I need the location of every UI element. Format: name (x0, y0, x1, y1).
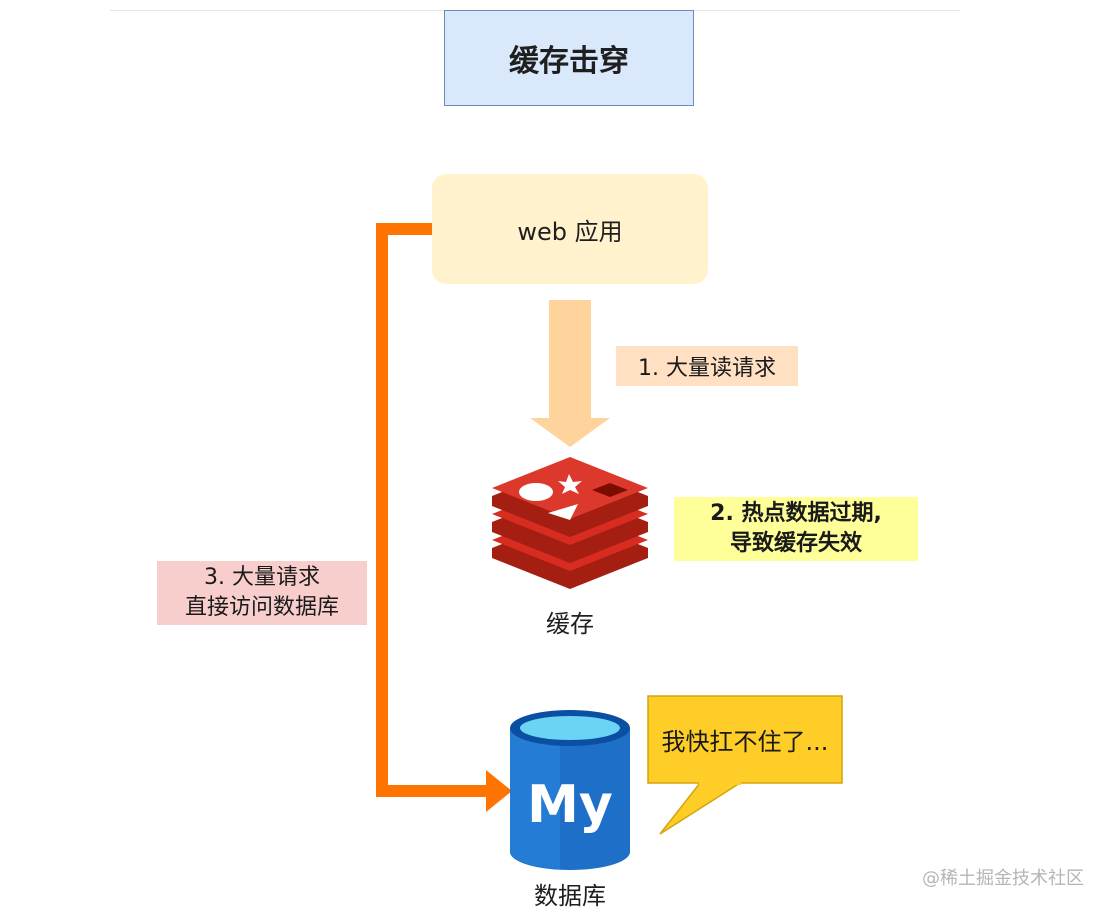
diagram-title: 缓存击穿 (444, 10, 694, 106)
direct-access-arrowhead (486, 770, 512, 812)
cache-caption: 缓存 (546, 610, 594, 638)
direct-access-line2: 直接访问数据库 (184, 595, 339, 620)
web-app-label: web 应用 (517, 217, 623, 246)
direct-access-line1: 3. 大量请求 (204, 565, 320, 590)
direct-access-path (376, 223, 488, 797)
web-app-box: web 应用 (432, 174, 708, 284)
speech-bubble-text: 我快扛不住了... (661, 727, 829, 756)
speech-bubble (647, 695, 843, 835)
direct-access-label: 3. 大量请求 直接访问数据库 (157, 561, 367, 625)
cache-expire-line1: 2. 热点数据过期, (710, 501, 882, 526)
read-request-label: 1. 大量读请求 (616, 346, 798, 386)
diagram-title-text: 缓存击穿 (509, 44, 629, 79)
cache-expire-label: 2. 热点数据过期, 导致缓存失效 (674, 497, 918, 561)
redis-icon (492, 457, 648, 589)
watermark: @稀土掘金技术社区 (922, 868, 1084, 889)
read-request-arrow (530, 300, 610, 447)
read-request-text: 1. 大量读请求 (638, 356, 776, 381)
database-caption: 数据库 (534, 882, 606, 910)
mysql-icon: My (509, 710, 630, 870)
cache-expire-line2: 导致缓存失效 (729, 531, 862, 556)
mysql-logo-text: My (527, 775, 613, 835)
